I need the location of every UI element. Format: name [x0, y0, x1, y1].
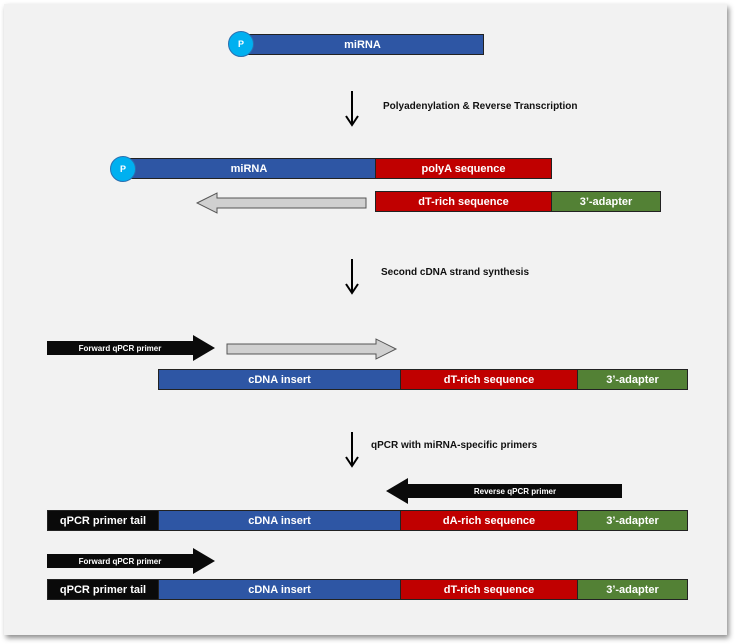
dt-label-3: dT-rich sequence: [443, 583, 535, 596]
polya-label: polyA sequence: [421, 162, 506, 175]
adapter-3prime-2: 3’-adapter: [577, 369, 688, 390]
tail-label: qPCR primer tail: [59, 514, 147, 527]
forward-primer-arrow: Forward qPCR primer: [47, 334, 217, 362]
second-strand-arrow: [226, 337, 398, 361]
adapter-3prime-3: 3’-adapter: [577, 510, 688, 531]
cdna-insert-label: cDNA insert: [248, 373, 311, 386]
reverse-primer-label: Reverse qPCR primer: [473, 486, 557, 496]
reverse-transcription-arrow: [196, 191, 370, 215]
phosphate-circle: P: [228, 31, 254, 57]
polya-sequence: polyA sequence: [375, 158, 552, 179]
dt-rich-sequence-2: dT-rich sequence: [400, 369, 578, 390]
qpcr-primer-tail: qPCR primer tail: [47, 510, 159, 531]
forward-primer-arrow-2: Forward qPCR primer: [47, 547, 217, 575]
da-label: dA-rich sequence: [442, 514, 536, 527]
cdna-insert-label-3: cDNA insert: [248, 583, 311, 596]
adapter-3prime-4: 3’-adapter: [577, 579, 688, 600]
adapter-label-4: 3’-adapter: [606, 583, 659, 596]
reverse-primer-arrow: Reverse qPCR primer: [384, 477, 624, 505]
dt-label: dT-rich sequence: [418, 195, 509, 208]
diagram-canvas: [4, 4, 727, 635]
dt-rich-sequence-3: dT-rich sequence: [400, 579, 578, 600]
step-arrow-3: [344, 432, 360, 468]
dt-label-2: dT-rich sequence: [443, 373, 535, 386]
mirna-strand-2: miRNA: [122, 158, 376, 179]
cdna-insert-2: cDNA insert: [158, 510, 401, 531]
step-label-2: Second cDNA strand synthesis: [381, 267, 530, 278]
tail-label-2: qPCR primer tail: [59, 583, 147, 596]
forward-primer-label-2: Forward qPCR primer: [78, 556, 162, 566]
adapter-label-3: 3’-adapter: [606, 514, 659, 527]
adapter-3prime: 3’-adapter: [551, 191, 661, 212]
mirna-strand: miRNA: [241, 34, 484, 55]
qpcr-primer-tail-2: qPCR primer tail: [47, 579, 159, 600]
adapter-label: 3’-adapter: [579, 195, 633, 208]
da-rich-sequence: dA-rich sequence: [400, 510, 578, 531]
mirna-label-2: miRNA: [230, 162, 268, 175]
forward-primer-label: Forward qPCR primer: [78, 343, 162, 353]
cdna-insert-label-2: cDNA insert: [248, 514, 311, 527]
dt-rich-sequence: dT-rich sequence: [375, 191, 552, 212]
step-label-3: qPCR with miRNA-specific primers: [371, 440, 538, 451]
step-arrow-1: [344, 91, 360, 127]
step-arrow-2: [344, 259, 360, 295]
mirna-label: miRNA: [344, 38, 381, 51]
adapter-label-2: 3’-adapter: [606, 373, 659, 386]
step-label-1: Polyadenylation & Reverse Transcription: [383, 101, 578, 112]
cdna-insert-3: cDNA insert: [158, 579, 401, 600]
cdna-insert: cDNA insert: [158, 369, 401, 390]
phosphate-circle-2: P: [110, 156, 136, 182]
